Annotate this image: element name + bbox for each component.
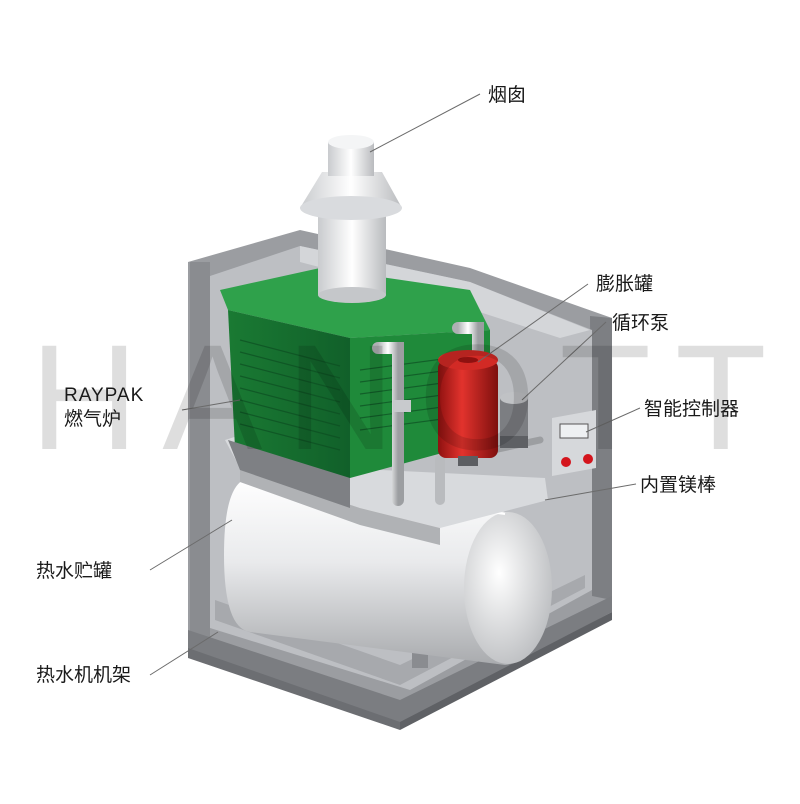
leader-lines <box>149 93 641 676</box>
label-magnesium-rod: 内置镁棒 <box>640 474 717 496</box>
expansion-tank <box>438 350 498 466</box>
label-heater-frame: 热水机机架 <box>36 664 132 686</box>
label-burner-brand: RAYPAK <box>64 385 145 406</box>
circulation-pump <box>500 392 528 448</box>
label-circulation-pump: 循环泵 <box>612 312 670 334</box>
label-chimney: 烟囱 <box>488 84 527 106</box>
label-expansion-tank: 膨胀罐 <box>596 273 654 295</box>
smart-controller <box>552 410 596 476</box>
label-smart-controller: 智能控制器 <box>644 398 740 420</box>
label-burner-name: 燃气炉 <box>64 408 122 430</box>
storage-tank <box>224 478 552 668</box>
label-storage-tank: 热水贮罐 <box>36 560 113 582</box>
chimney <box>300 135 402 303</box>
